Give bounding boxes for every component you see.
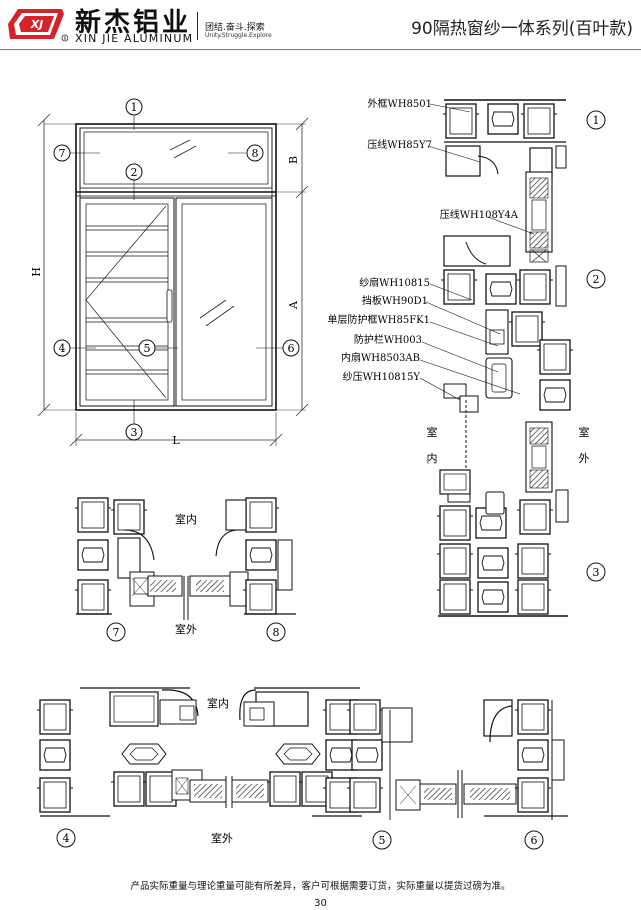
outdoor-label-1: 室 [579, 425, 590, 439]
header-divider [197, 12, 198, 40]
section-456-indoor-label: 室内 [207, 696, 229, 710]
indoor-label-1: 室 [427, 425, 438, 439]
section-marker-7: 7 [113, 626, 120, 639]
marker-7: 7 [59, 147, 66, 160]
section-7-8-drawing: 室内 室外 7 8 [74, 497, 296, 642]
section-78-indoor-label: 室内 [175, 512, 197, 526]
series-title: 90隔热窗纱一体系列(百叶款) [411, 19, 633, 39]
outdoor-label-2: 外 [579, 452, 590, 465]
marker-5: 5 [144, 342, 151, 355]
profile-label: 压线WH85Y7 [367, 138, 432, 151]
brand-name-cn: 新杰铝业 [75, 8, 192, 38]
footer-note: 产品实际重量与理论重量可能有所差异，客户可根据需要订货，实际重量以提货过磅为准。 [130, 881, 511, 892]
profile-label: 外框WH8501 [368, 97, 432, 110]
xinjie-logo-icon: XJ R [8, 9, 68, 42]
marker-1: 1 [131, 101, 138, 114]
svg-text:XJ: XJ [30, 18, 44, 31]
section-side-labels: 室 内 室 外 1 2 3 [427, 110, 606, 582]
marker-6: 6 [288, 342, 295, 355]
section-marker-1: 1 [593, 114, 600, 127]
profile-label: 纱压WH10815Y [343, 371, 421, 383]
section-marker-8: 8 [273, 626, 280, 639]
section-marker-6: 6 [531, 834, 538, 847]
profile-label: 挡板WH90D1 [362, 294, 428, 307]
profile-label: 压线WH108Y4A [440, 208, 519, 221]
elevation-markers: 1 7 8 2 4 5 6 3 H A B L [30, 98, 300, 447]
dimension-b: B [287, 156, 300, 164]
section-marker-5: 5 [379, 834, 386, 847]
brand-name-en: XIN JIE ALUMINUM [75, 32, 194, 45]
marker-3: 3 [131, 426, 138, 439]
profile-label: 内扇WH8503AB [341, 351, 420, 364]
indoor-label-2: 内 [427, 451, 438, 465]
page-header: XJ R 新杰铝业 XIN JIE ALUMINUM 团结.奋斗.探索 Unit… [0, 0, 641, 52]
svg-text:R: R [64, 36, 67, 41]
profile-label: 防护栏WH003 [354, 333, 422, 346]
page-number: 30 [314, 898, 327, 909]
header-rule [0, 49, 641, 50]
slogan-cn: 团结.奋斗.探索 [205, 23, 265, 33]
section-marker-3: 3 [593, 566, 600, 579]
profile-leaders [419, 103, 535, 401]
section-marker-4: 4 [63, 832, 70, 845]
window-elevation [37, 113, 309, 447]
slogan-en: Unity.Struggle.Explore [205, 32, 272, 39]
profile-label: 单层防护框WH85FK1 [328, 313, 431, 326]
profile-label: 纱扇WH10815 [359, 276, 430, 289]
dimension-a: A [287, 300, 300, 310]
section-4-5-6-drawing: 室内 室外 4 5 6 [36, 687, 568, 850]
dimension-h: H [30, 267, 43, 277]
section-456-outdoor-label: 室外 [211, 831, 233, 845]
dimension-l: L [172, 434, 180, 447]
marker-2: 2 [131, 166, 138, 179]
section-78-outdoor-label: 室外 [175, 622, 197, 636]
marker-8: 8 [252, 147, 259, 160]
profile-labels: 外框WH8501 压线WH85Y7 压线WH108Y4A 纱扇WH10815 挡… [328, 97, 519, 383]
vertical-section-drawing [436, 99, 574, 617]
section-marker-2: 2 [593, 273, 600, 286]
marker-4: 4 [59, 342, 66, 355]
